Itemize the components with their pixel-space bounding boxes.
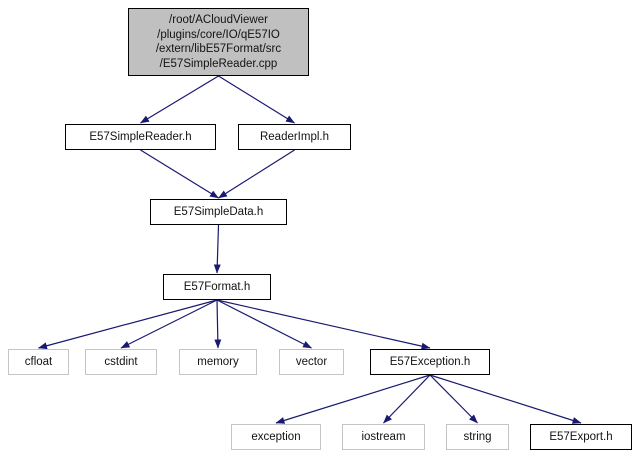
graph-node-string[interactable]: string	[446, 424, 509, 450]
graph-node-memory[interactable]: memory	[179, 349, 257, 375]
graph-node-simplereader[interactable]: E57SimpleReader.h	[65, 124, 216, 150]
graph-node-readerimpl[interactable]: ReaderImpl.h	[238, 124, 351, 150]
graph-edge-e57exception-to-exception	[275, 374, 431, 424]
graph-edge-e57format-to-memory	[214, 299, 222, 349]
graph-node-iostream[interactable]: iostream	[342, 424, 425, 450]
graph-edge-readerimpl-to-simpledata	[218, 149, 295, 199]
graph-edge-e57format-to-cstdint	[120, 299, 218, 349]
graph-node-simpledata[interactable]: E57SimpleData.h	[150, 199, 287, 225]
graph-edge-root-to-simplereader	[140, 75, 219, 124]
graph-node-root: /root/ACloudViewer /plugins/core/IO/qE57…	[128, 8, 309, 76]
graph-edge-e57exception-to-string	[429, 374, 478, 424]
graph-edge-e57exception-to-e57export	[429, 374, 582, 424]
graph-edge-root-to-readerimpl	[218, 75, 295, 124]
graph-node-exception[interactable]: exception	[231, 424, 321, 450]
graph-node-vector[interactable]: vector	[279, 349, 344, 375]
graph-edge-e57format-to-vector	[216, 299, 312, 349]
graph-node-e57export[interactable]: E57Export.h	[530, 424, 632, 450]
graph-edge-e57format-to-e57exception	[216, 299, 431, 350]
graph-node-cstdint[interactable]: cstdint	[85, 349, 157, 375]
graph-edge-simpledata-to-e57format	[213, 224, 221, 274]
graph-edge-simplereader-to-simpledata	[140, 149, 219, 199]
graph-node-cfloat[interactable]: cfloat	[8, 349, 69, 375]
graph-edge-e57exception-to-iostream	[383, 374, 431, 424]
graph-node-e57format[interactable]: E57Format.h	[163, 274, 271, 300]
graph-edge-e57format-to-cfloat	[38, 299, 218, 350]
graph-node-e57exception[interactable]: E57Exception.h	[370, 349, 490, 375]
